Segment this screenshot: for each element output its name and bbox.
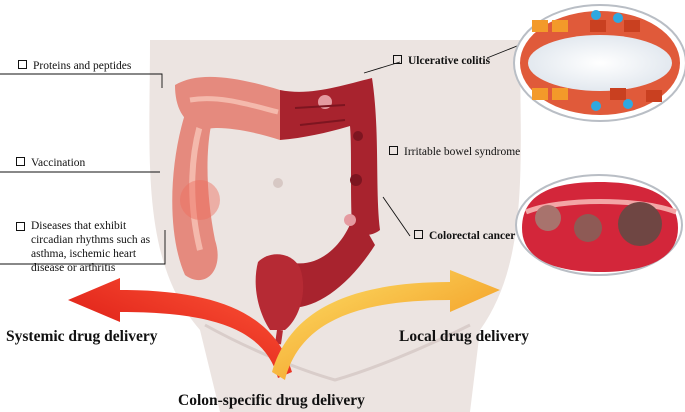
checkbox-icon (18, 60, 27, 69)
label-irritable-bowel: Irritable bowel syndrome (389, 145, 520, 159)
label-circadian-diseases: Diseases that exhibit circadian rhythms … (16, 219, 166, 275)
systemic-drug-delivery-label: Systemic drug delivery (6, 328, 158, 345)
checkbox-icon (389, 146, 398, 155)
inset-ulcerative-colitis (513, 4, 685, 122)
inset-colorectal-cancer (515, 174, 683, 276)
colon-specific-delivery-label: Colon-specific drug delivery (178, 392, 365, 409)
local-arrow (272, 270, 500, 380)
checkbox-icon (16, 157, 25, 166)
checkbox-icon (393, 55, 402, 64)
local-drug-delivery-label: Local drug delivery (399, 328, 530, 345)
systemic-arrow (68, 278, 292, 378)
diseased-colon (255, 78, 380, 345)
checkbox-icon (16, 222, 25, 231)
label-ulcerative-colitis: Ulcerative colitis (393, 54, 490, 68)
label-proteins-peptides: Proteins and peptides (18, 59, 131, 73)
label-colorectal-cancer: Colorectal cancer (414, 229, 515, 243)
label-vaccination: Vaccination (16, 156, 85, 170)
leader-lines (0, 43, 523, 265)
checkbox-icon (414, 230, 423, 239)
healthy-colon (172, 76, 280, 281)
